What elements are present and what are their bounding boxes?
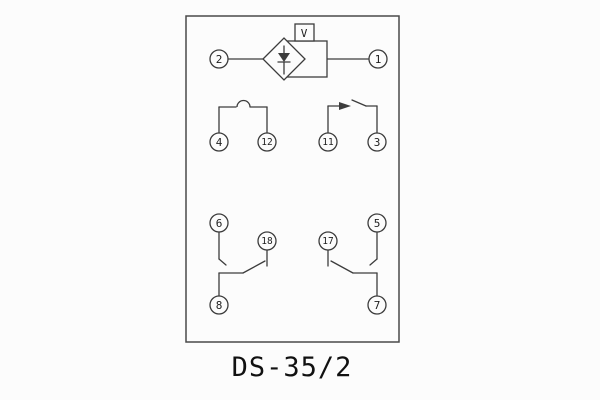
fixed-contact-foot — [218, 258, 227, 266]
terminal-number: 1 — [375, 53, 382, 66]
terminal-number: 5 — [374, 217, 381, 230]
terminal-circle — [368, 49, 388, 69]
terminal-circle — [257, 231, 277, 251]
contact-11-3 — [327, 99, 378, 134]
terminal-number: 18 — [261, 236, 273, 247]
slip-contact-hook-icon — [236, 99, 251, 108]
contact-6-18-8 — [218, 231, 268, 297]
terminal-circle — [209, 213, 229, 233]
diode-icon — [277, 45, 291, 75]
terminal-11: 11 — [318, 132, 338, 152]
contact-blade — [351, 99, 367, 107]
terminal-18: 18 — [257, 231, 277, 251]
terminal-number: 3 — [374, 136, 381, 149]
terminal-circle — [257, 132, 277, 152]
terminal-number: 6 — [216, 217, 223, 230]
terminal-circle — [209, 132, 229, 152]
terminal-1: 1 — [368, 49, 388, 69]
terminal-2: 2 — [209, 49, 229, 69]
terminal-number: 7 — [374, 299, 381, 312]
terminal-number: 12 — [261, 137, 272, 148]
terminal-7: 7 — [367, 295, 387, 315]
terminal-12: 12 — [257, 132, 277, 152]
terminal-circle — [318, 132, 338, 152]
terminal-number: 4 — [216, 136, 223, 149]
terminal-4: 4 — [209, 132, 229, 152]
terminal-circle — [367, 213, 387, 233]
terminal-number: 8 — [216, 299, 223, 312]
terminal-6: 6 — [209, 213, 229, 233]
fixed-contact-foot — [369, 258, 378, 266]
voltmeter-label: V — [301, 27, 308, 40]
contact-blade — [242, 260, 266, 274]
voltmeter-box — [294, 23, 315, 42]
diagram-title: DS-35/2 — [232, 352, 353, 383]
contact-4-12 — [218, 99, 268, 134]
terminal-circle — [367, 132, 387, 152]
terminal-number: 2 — [216, 53, 223, 66]
terminal-number: 11 — [322, 137, 334, 148]
terminal-3: 3 — [367, 132, 387, 152]
terminal-circle — [367, 295, 387, 315]
terminal-17: 17 — [318, 231, 338, 251]
diode-triangle — [278, 53, 290, 62]
contact-blade — [330, 260, 354, 274]
power-input-circuit: V — [227, 23, 370, 81]
terminal-circle — [209, 49, 229, 69]
terminal-8: 8 — [209, 295, 229, 315]
schematic-border — [185, 15, 400, 343]
terminal-circle — [318, 231, 338, 251]
contact-17-5-7 — [327, 231, 378, 297]
terminal-number: 17 — [322, 236, 333, 247]
terminal-circle — [209, 295, 229, 315]
terminal-5: 5 — [367, 213, 387, 233]
contact-arrow-icon — [339, 102, 351, 110]
